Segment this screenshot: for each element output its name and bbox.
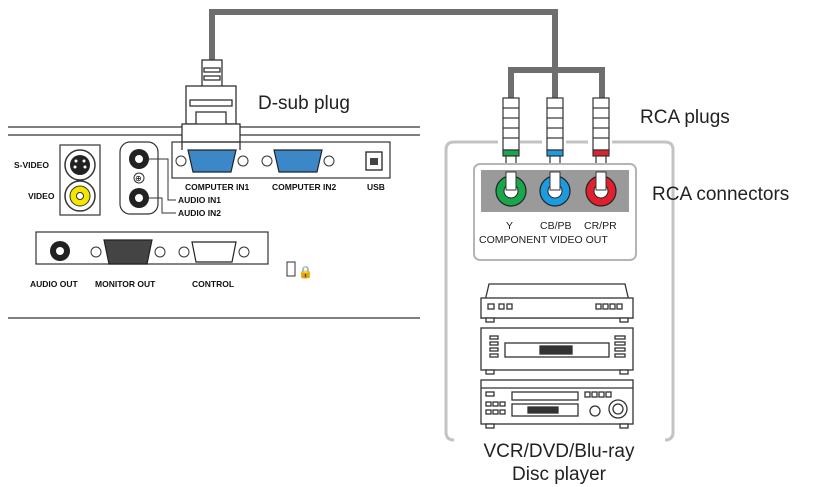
monitor-out-label: MONITOR OUT xyxy=(95,279,156,289)
rca-cr-pr-label: CR/PR xyxy=(584,220,617,232)
rca-plugs-label: RCA plugs xyxy=(640,107,730,128)
blu-ray-device xyxy=(480,379,634,429)
computer-in1-label: COMPUTER IN1 xyxy=(185,182,250,192)
dsub-plug xyxy=(181,59,241,150)
monitor-out-port xyxy=(90,239,166,265)
usb-port xyxy=(365,151,383,171)
component-cable xyxy=(209,9,605,100)
audio-in2-label: AUDIO IN2 xyxy=(178,208,221,218)
vcr-device xyxy=(480,283,634,323)
component-video-out-label: COMPONENT VIDEO OUT xyxy=(479,234,608,246)
computer-in2-port xyxy=(261,149,335,173)
computer-in1-port xyxy=(175,149,249,173)
video-label: VIDEO xyxy=(28,191,55,201)
svg-text:⊕: ⊕ xyxy=(135,174,142,183)
s-video-label: S-VIDEO xyxy=(14,160,49,170)
player-bracket xyxy=(444,140,675,442)
player-label-line1: VCR/DVD/Blu-ray xyxy=(484,441,635,462)
audio-in1-label: AUDIO IN1 xyxy=(178,195,221,205)
control-port xyxy=(178,241,250,263)
computer-in2-label: COMPUTER IN2 xyxy=(272,182,337,192)
audio-out-label: AUDIO OUT xyxy=(30,279,79,289)
dvd-device xyxy=(480,327,634,375)
usb-label: USB xyxy=(367,182,385,192)
dsub-plug-label: D-sub plug xyxy=(258,93,350,114)
rca-cb-pb-label: CB/PB xyxy=(540,220,572,232)
rca-y-label: Y xyxy=(506,220,513,232)
rca-connector-panel: Y CB/PB CR/PR COMPONENT VIDEO OUT xyxy=(473,163,637,261)
player-label-line2: Disc player xyxy=(512,464,607,485)
control-label: CONTROL xyxy=(192,279,234,289)
rca-connectors-label: RCA connectors xyxy=(652,184,789,205)
lock-icon: 🔒 xyxy=(298,265,313,279)
projector-panel: ⊕ xyxy=(8,126,420,319)
